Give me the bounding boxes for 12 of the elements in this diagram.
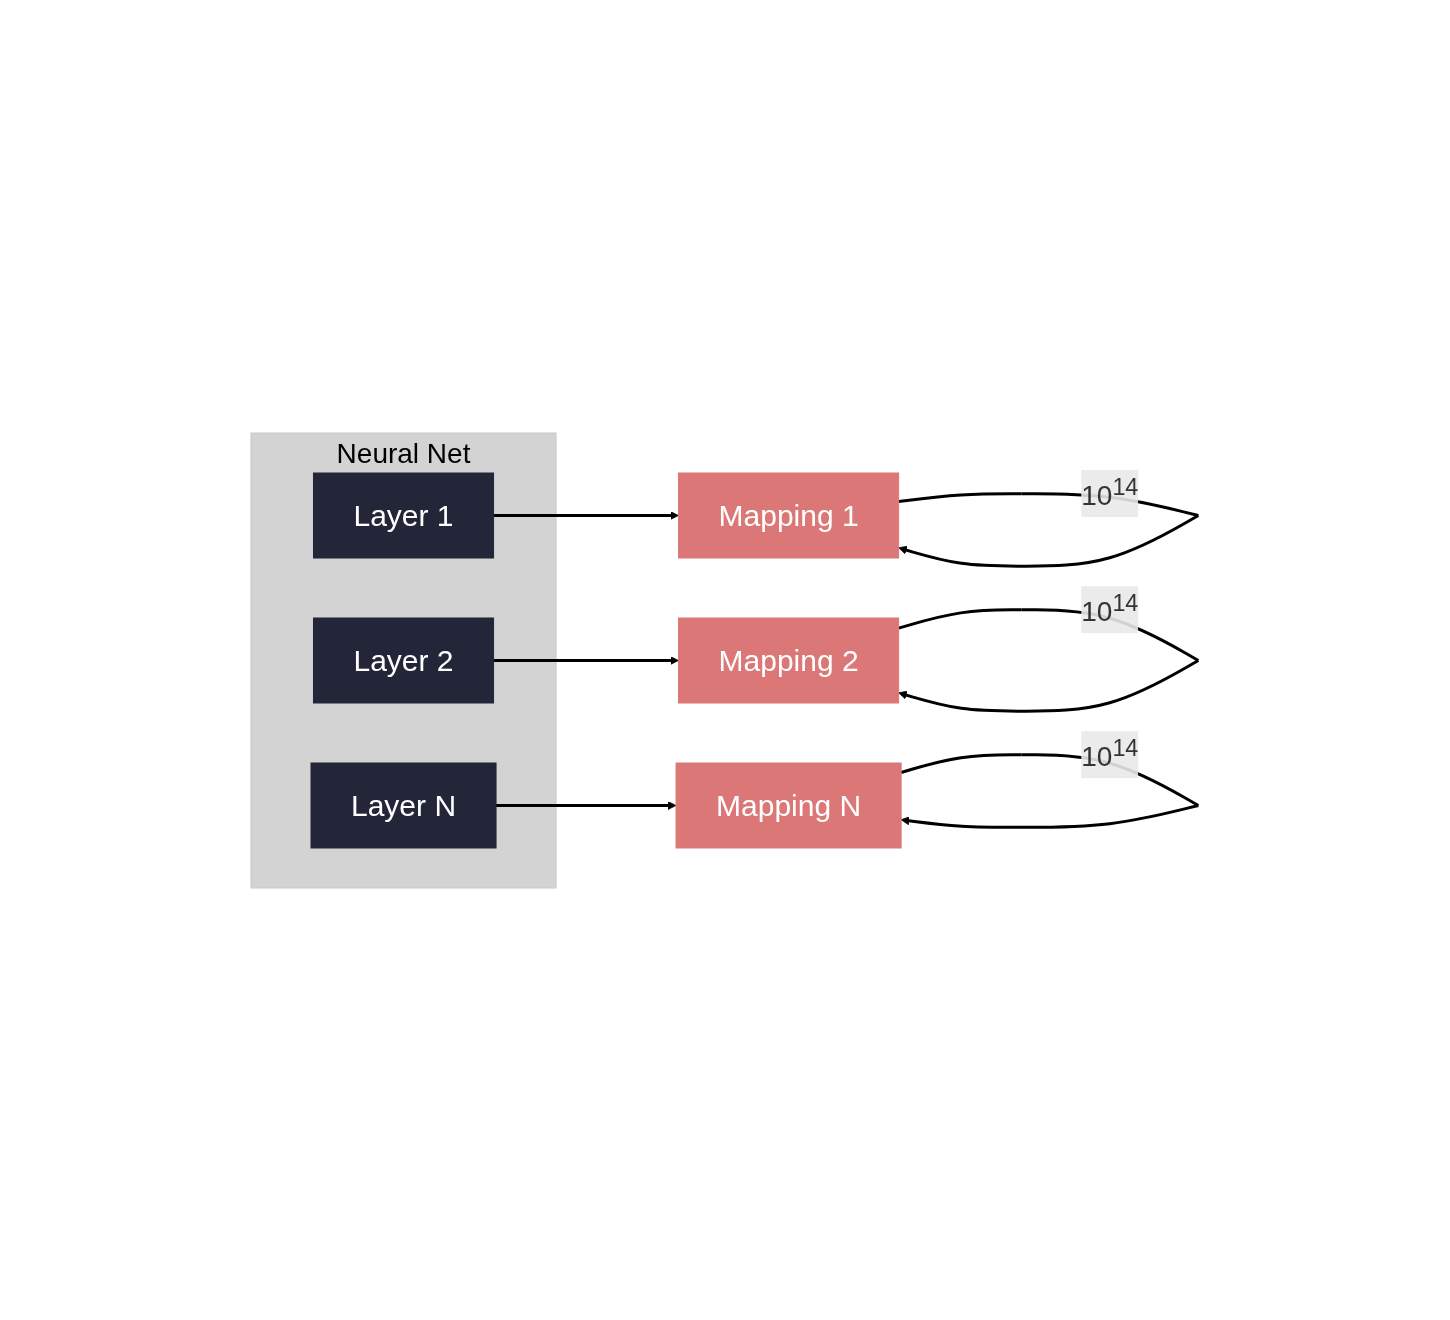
arrow (493, 510, 680, 520)
node-box: Layer N (310, 762, 497, 848)
node-box: Layer 1 (313, 472, 495, 558)
node-box: Mapping N (675, 762, 902, 848)
arrow (496, 800, 677, 810)
node-box: Mapping 2 (678, 617, 900, 703)
edge-label: 10$^{14}$ (1081, 589, 1139, 627)
arrow (493, 655, 680, 665)
node-box: Layer 2 (313, 617, 495, 703)
edge-label: 10$^{14}$ (1081, 473, 1139, 511)
edge-label: 10$^{14}$ (1081, 734, 1139, 772)
node-box: Mapping 1 (678, 472, 900, 558)
